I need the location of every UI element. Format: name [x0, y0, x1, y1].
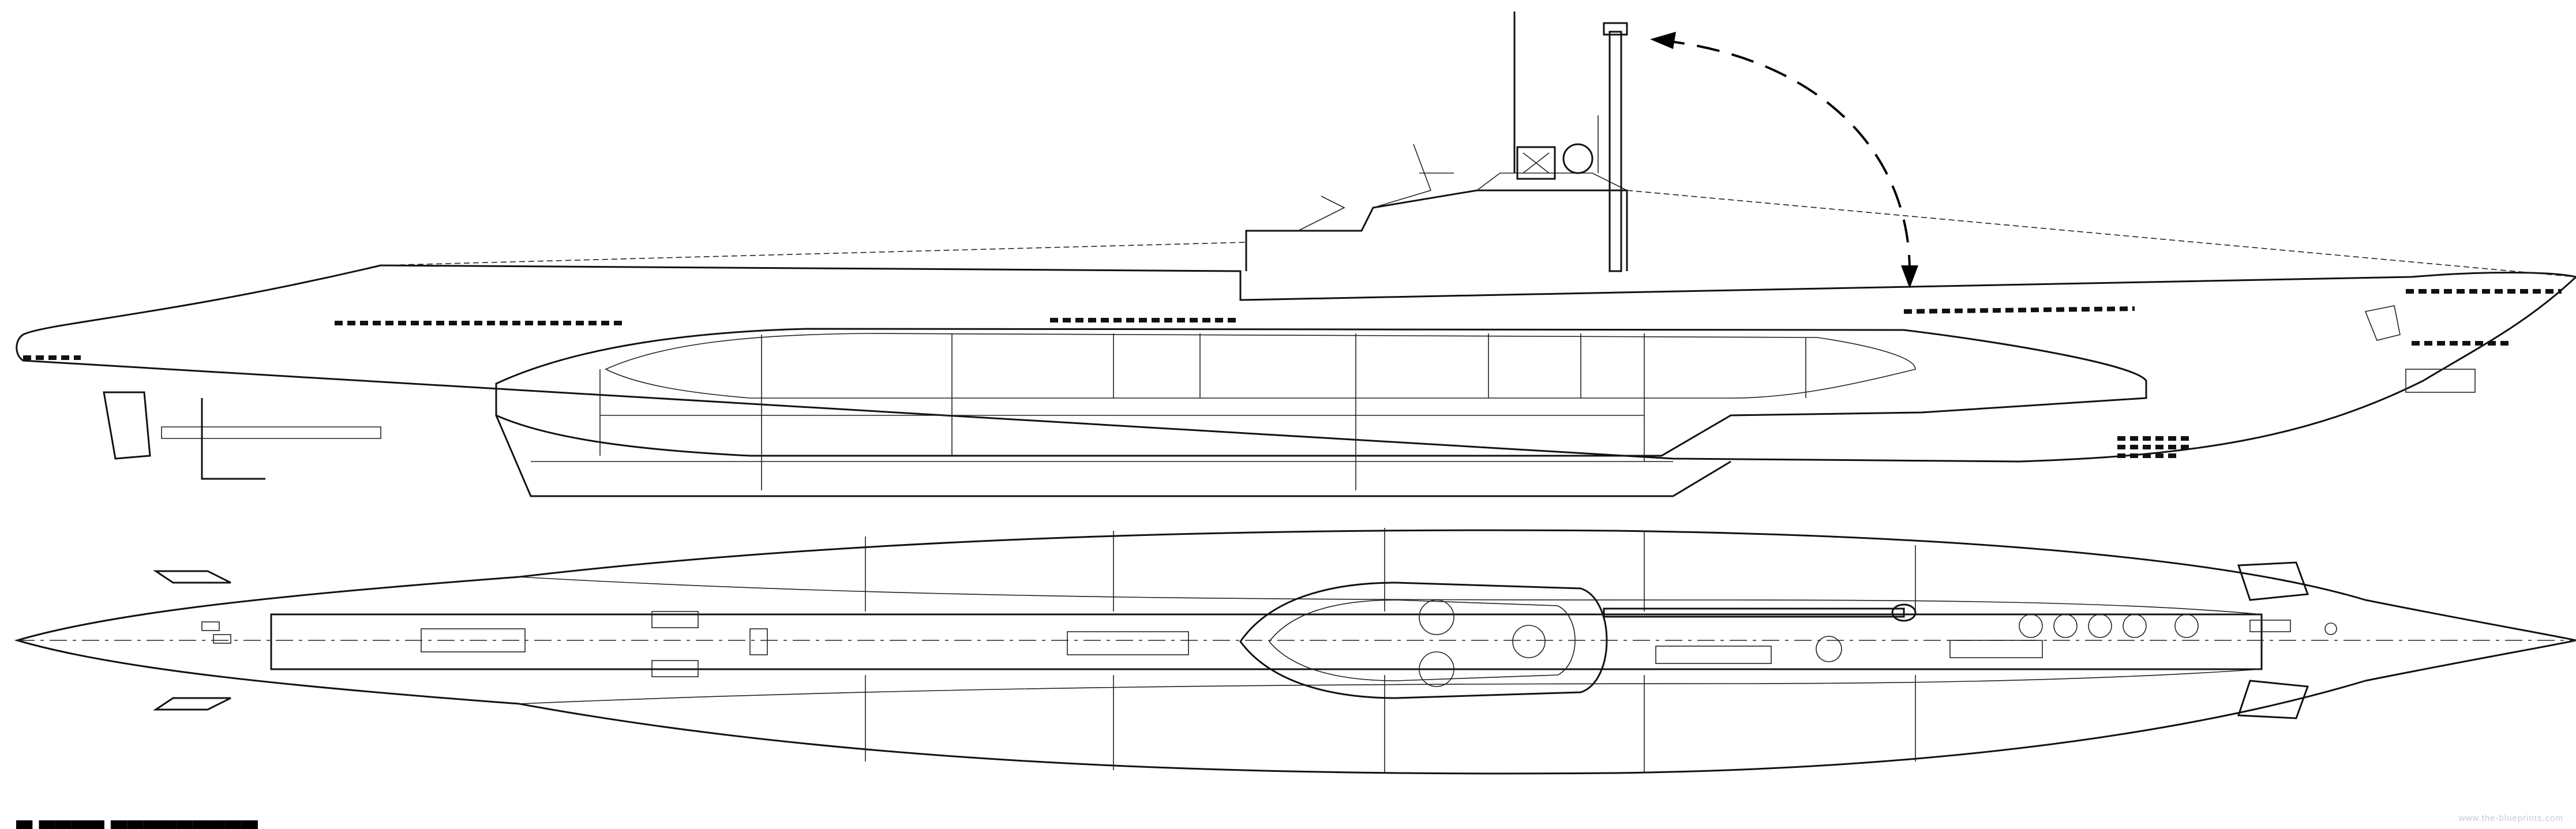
stern-plane: [161, 426, 381, 439]
rotation-arrow: [1661, 39, 1911, 272]
anchor: [2364, 305, 2401, 341]
watermark: www.the-blueprints.com: [2458, 813, 2563, 823]
saddle-tank-plan: [519, 576, 2262, 704]
hull-casing: [16, 264, 2576, 463]
side-view: [16, 12, 2576, 497]
sky-periscope: [1608, 31, 1622, 272]
top-view: [14, 528, 2576, 775]
flak-gun: [1373, 144, 1454, 208]
stern-plane-plan: [153, 570, 231, 711]
deck-hatches: [201, 611, 2337, 677]
jumping-wire: [380, 190, 2576, 277]
ballast-tank: [605, 333, 1916, 399]
conning-tower: [1245, 189, 1628, 271]
keel: [495, 415, 1731, 497]
hull-frames: [599, 333, 1806, 490]
drawing-caption-cropped: █ ████ █████████: [16, 820, 258, 829]
limber-holes: [23, 289, 2562, 458]
saddle-tank: [495, 328, 2147, 457]
rudder: [103, 391, 151, 460]
bow-plane-plan: [2237, 561, 2309, 719]
tank-frames: [865, 528, 1916, 773]
deck-gun: [1603, 607, 1905, 618]
flak-mount: [1419, 599, 1454, 635]
outer-hull-plan: [14, 529, 2576, 775]
deck-casing: [270, 613, 2263, 670]
